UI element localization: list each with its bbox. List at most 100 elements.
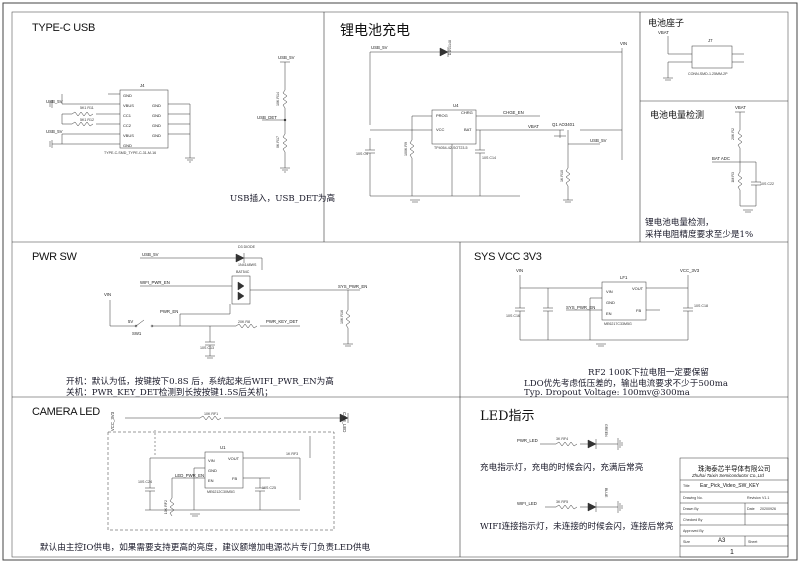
net-chg-en: CHGE_EN [503, 110, 524, 115]
note-camera-led: 默认由主控IO供电，如果需要支持更高的亮度，建议额增加电源芯片专门负责LED供电 [40, 543, 371, 553]
j4-pin: VBUS [123, 133, 134, 138]
part-c13: 10S C13 [200, 346, 214, 350]
net-sys-pwr-en: SYS_PWR_EN [338, 284, 368, 289]
part-r10: 1K R10 [560, 170, 564, 182]
net-vcc-3v3: VCC_3V3 [680, 268, 700, 273]
j4-pin: GND [152, 133, 161, 138]
net-vin-charger: VIN [620, 41, 628, 46]
net-usb5v-3: USB_5V [278, 55, 295, 60]
camera-led-schematic [107, 413, 349, 531]
part-r8: 20K R8 [238, 320, 250, 324]
section-title-pwr-sw: PWR SW [32, 251, 77, 263]
note-usb-det: USB插入，USB_DET为高 [230, 194, 336, 204]
part-d3-sub: 1N4148WS [238, 263, 257, 267]
net-pwr-key-det: PWR_KEY_DET [266, 319, 298, 324]
net-pwr-en: PWR_EN [160, 309, 179, 314]
battery-socket-schematic [663, 36, 744, 81]
title-block-frame [679, 457, 789, 558]
u1-led-driver [204, 451, 244, 489]
note-battery-detect-1: 锂电池电量检测， [645, 218, 714, 228]
u4-pin-vcc: VCC [436, 127, 445, 132]
part-j7-name: CONN-SMD-1.25MM-2P [688, 72, 728, 76]
revision-label: Revision [747, 496, 761, 500]
note-ldo-current: LDO优先考虑低压差的，输出电流要求不少于500ma [524, 379, 729, 389]
battery-detect-schematic [712, 111, 761, 213]
part-r2: 20K R2 [731, 128, 735, 140]
part-j7-ref: J7 [708, 38, 713, 43]
section-title-sysvcc: SYS VCC 3V3 [474, 251, 542, 263]
title-value: Ear_Pick_Video_SW_KEY [700, 483, 760, 489]
j7-connector [691, 45, 733, 69]
part-r14: 10K R14 [276, 92, 280, 106]
j4-pin: CC1 [123, 113, 132, 118]
j4-pin: GND [123, 93, 132, 98]
j4-left-pins: GND VBUS CC1 CC2 VBUS GND [123, 91, 134, 151]
part-ldo-name: ME6217C33M5G [604, 322, 632, 326]
bat54c-diode [231, 275, 251, 305]
net-usb5v-pwr: USB_5V [142, 252, 159, 257]
net-wifi-led: WIFI_LED [517, 501, 537, 506]
net-cam-led: CAM_LED [342, 412, 347, 433]
section-title-led-indicator: LED指示 [480, 409, 535, 424]
j4-pin: GND [152, 113, 161, 118]
net-led-pwr-en: LED_PWR_EN [175, 473, 205, 478]
size-label: Size [683, 540, 690, 544]
note-charge-led: 充电指示灯，充电的时候会闪，充满后常亮 [480, 463, 644, 473]
section-title-charger: 锂电池充电 [340, 23, 410, 39]
net-vbat-detect: VBAT [735, 105, 746, 110]
date-value: 20200926 [760, 507, 776, 511]
date-label: Date [747, 507, 755, 511]
part-j4-name: TYPE-C-SMD_TYPE-C-31-M-16 [104, 151, 157, 155]
u1-pin: VIN [208, 458, 215, 463]
part-c14: 10S C14 [482, 156, 496, 160]
part-r11: 5K1 R11 [80, 106, 94, 110]
section-title-battery-socket: 电池座子 [648, 19, 685, 29]
net-vcc-3v3-cam: VCC_3V3 [110, 412, 115, 432]
part-c4: 10S C4 [356, 152, 368, 156]
part-led-blue: BLUE [604, 488, 608, 498]
part-d-chg: D1N4148 [448, 40, 452, 56]
part-u1-ref: U1 [220, 445, 226, 450]
section-title-typec: TYPE-C USB [32, 22, 96, 34]
u4-charger-ic [431, 109, 477, 145]
ldo-ic [601, 281, 647, 321]
note-ldo-dropout: Typ. Dropout Voltage: 100mv@300ma [524, 388, 690, 398]
net-usb5v-charger: USB_5V [371, 45, 388, 50]
net-5v: 5V [128, 319, 134, 324]
u1-left-pins: VIN GND EN [208, 456, 217, 486]
u4-pin-chrg: CHRG [461, 110, 473, 115]
u1-pin: GND [208, 468, 217, 473]
sysvcc-schematic [515, 275, 693, 347]
u1-pin-vout: VOUT [228, 456, 240, 461]
net-vbat-charger: VBAT [528, 124, 539, 129]
part-rf5: 3K RF5 [556, 500, 569, 504]
sheet-label: Sheet [748, 540, 758, 544]
note-wifi-led: WIFI连接指示灯，未连接的时候会闪，连接后常亮 [480, 522, 674, 532]
led-indicator-schematic [540, 438, 623, 513]
net-usb5v-1: USB_5V [46, 99, 63, 104]
note-power-off: 关机：PWR_KEY_DET检测到长按按键1.5S后关机； [66, 388, 273, 398]
part-c25: 10S C25 [262, 486, 276, 490]
page-number: 1 [730, 549, 734, 556]
ldo-pin: VIN [606, 289, 613, 294]
part-r17: 0K R17 [276, 136, 280, 148]
net-usb5v-q1: USB_5V [590, 138, 607, 143]
section-title-battery-detect: 电池电量检测 [650, 111, 705, 121]
part-u4-ref: U4 [453, 103, 459, 108]
drawing-no-label: Drawing No. [683, 496, 703, 500]
part-rf2: 10K RF2 [164, 500, 168, 515]
part-ldo-ref: LF1 [620, 275, 628, 280]
part-rf3: 1K RF3 [286, 452, 299, 456]
note-power-on: 开机：默认为低，按键按下0.8S 后，系统起来后WIFI_PWR_EN为高 [66, 377, 334, 387]
net-vin-ldo: VIN [516, 268, 524, 273]
ldo-pin-fb: FB [636, 308, 642, 313]
part-c24: 10S C24 [138, 480, 152, 484]
part-r12: 5K1 R12 [80, 118, 94, 122]
ldo-left-pins: VIN GND EN [606, 286, 615, 319]
size-value: A3 [718, 538, 726, 544]
net-wifi-pwr-en: WIFI_PWR_EN [140, 280, 170, 285]
note-battery-detect-2: 采样电阻精度要求至少是1% [645, 230, 754, 240]
j4-pin: GND [152, 103, 161, 108]
net-sw1: SW1 [132, 331, 142, 336]
